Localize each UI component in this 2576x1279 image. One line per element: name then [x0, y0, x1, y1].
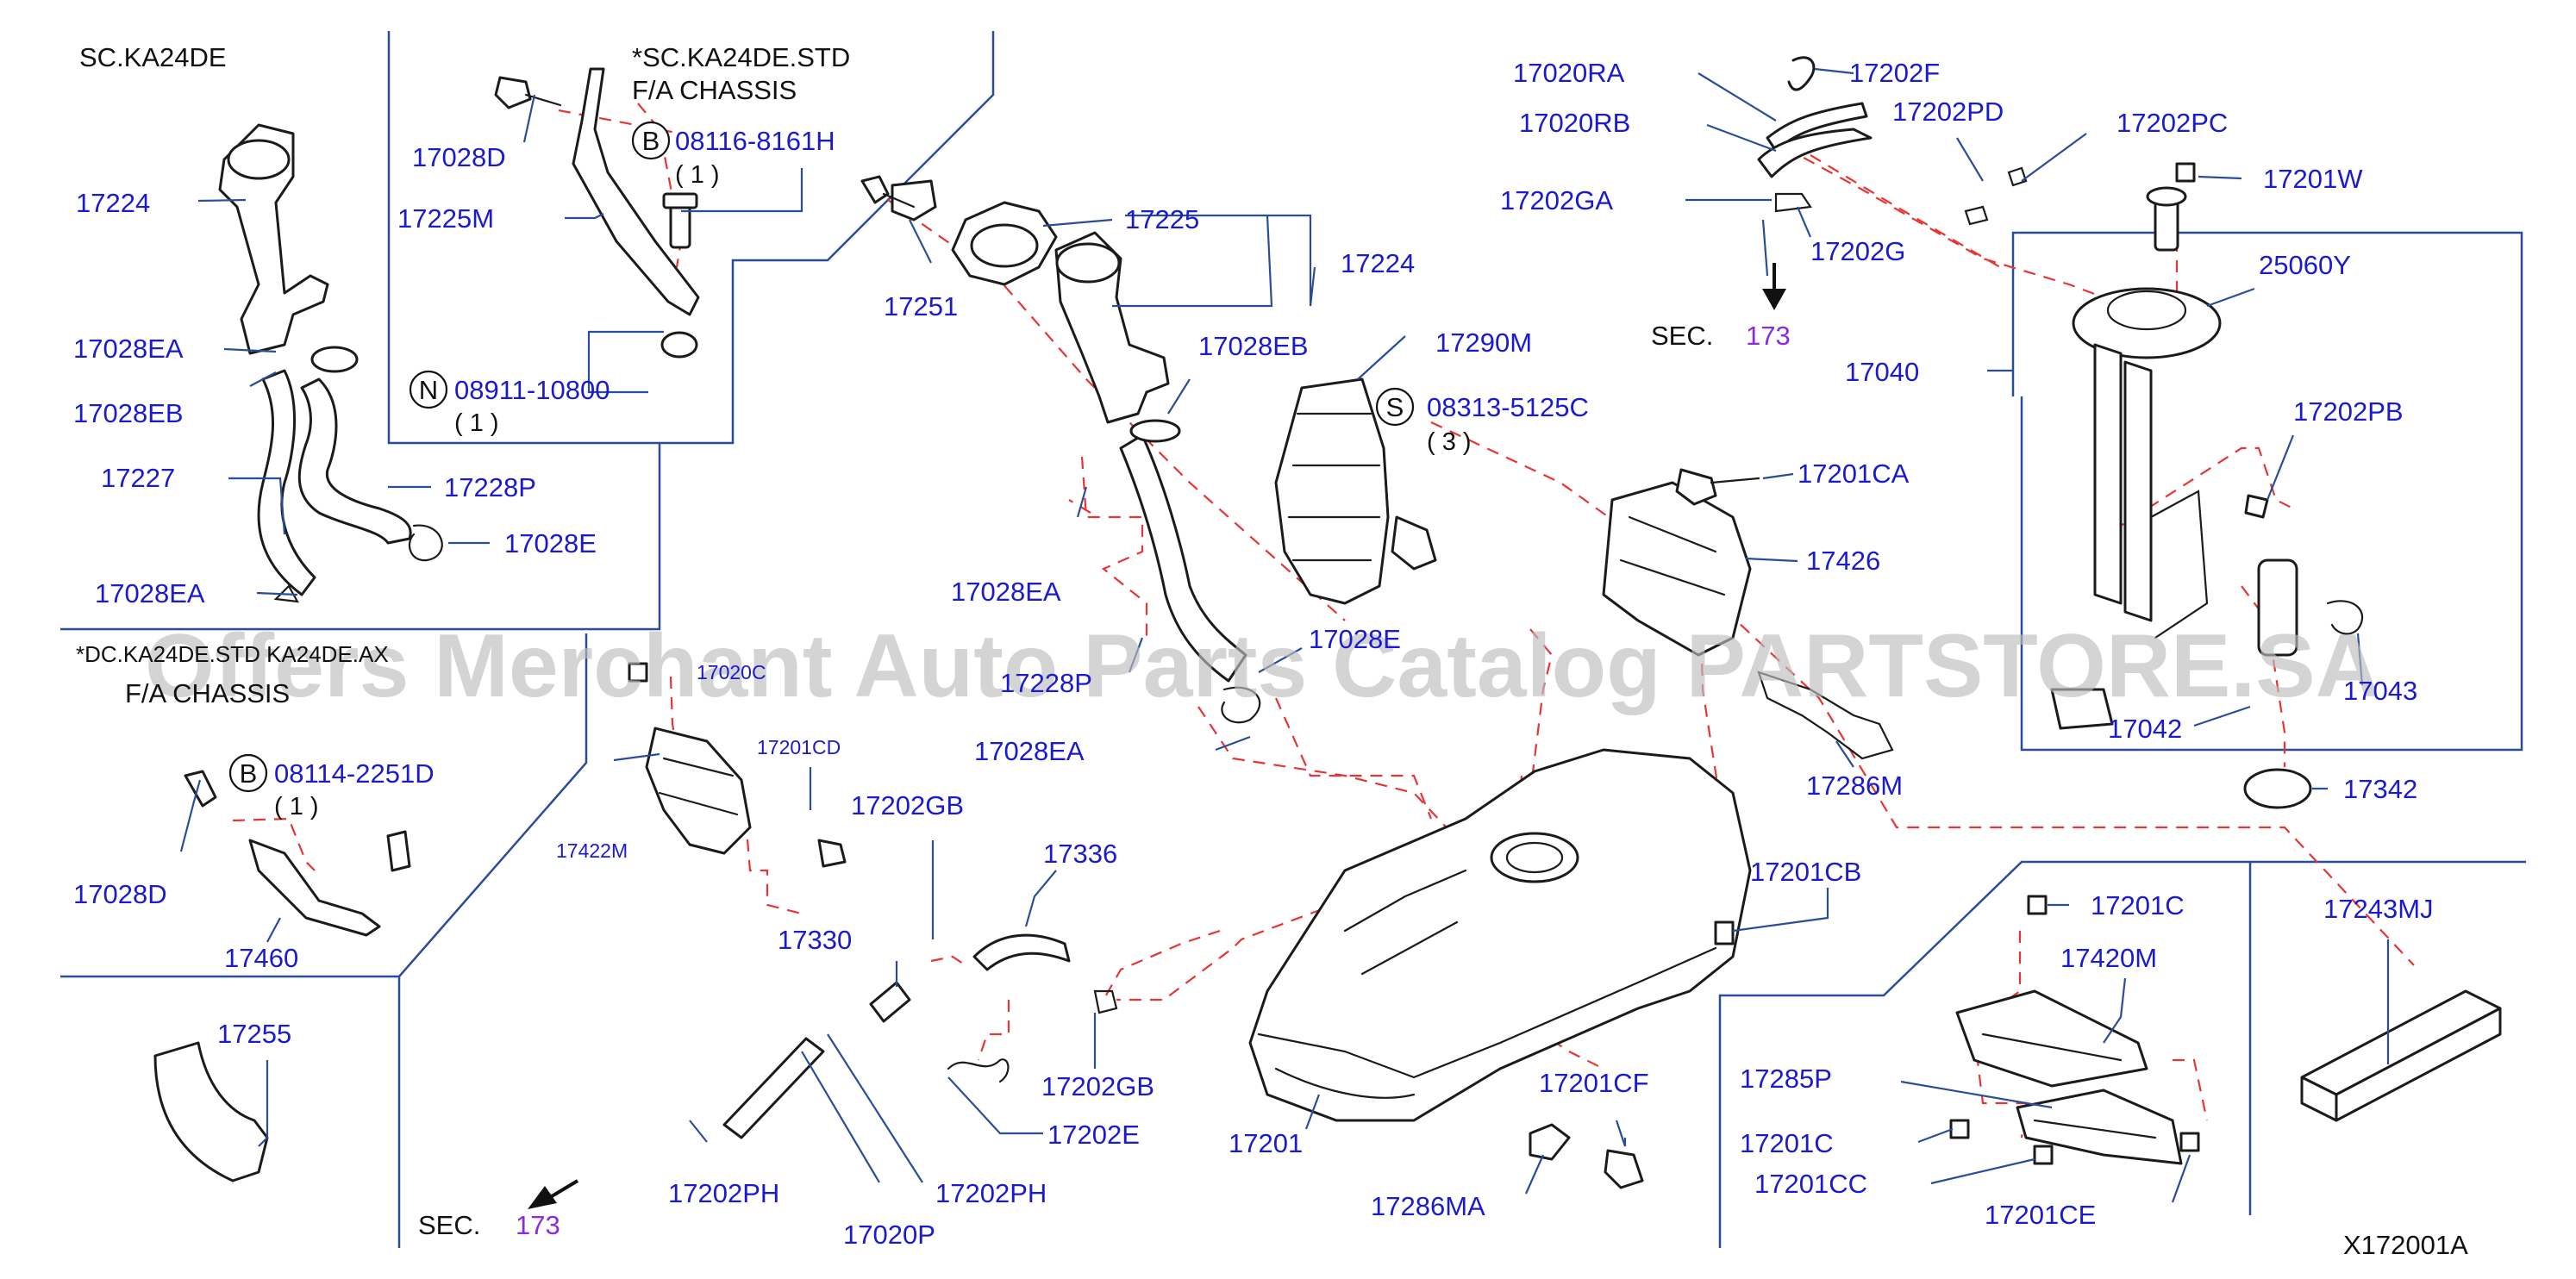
part-label-17224-mid[interactable]: 17224 — [1341, 248, 1415, 278]
part-label-17227[interactable]: 17227 — [101, 463, 175, 493]
part-label-17202ga[interactable]: 17202GA — [1500, 185, 1613, 215]
part-label-17202pd[interactable]: 17202PD — [1892, 97, 2004, 127]
part-label-17290m[interactable]: 17290M — [1435, 328, 1532, 358]
part-drawings — [153, 56, 2502, 1189]
heading-std: *SC.KA24DE.STD — [632, 42, 850, 72]
part-label-17201ce[interactable]: 17201CE — [1985, 1200, 2096, 1230]
part-label-17201cb[interactable]: 17201CB — [1750, 857, 1861, 887]
section-frames — [60, 31, 2526, 1248]
part-label-17020ra[interactable]: 17020RA — [1513, 58, 1625, 88]
part-label-17201ca[interactable]: 17201CA — [1798, 459, 1910, 489]
heading-dc-chassis: F/A CHASSIS — [125, 678, 290, 708]
part-label-17336[interactable]: 17336 — [1043, 839, 1117, 869]
callout-b2-letter: B — [240, 758, 258, 789]
part-label-17202ph-r[interactable]: 17202PH — [935, 1178, 1047, 1208]
part-label-17286m[interactable]: 17286M — [1806, 771, 1903, 801]
heading-sc-ka24de: SC.KA24DE — [79, 42, 227, 72]
part-label-17201c-b[interactable]: 17201C — [1740, 1128, 1834, 1158]
callout-b2-qty: ( 1 ) — [274, 793, 319, 820]
part-label-17202ph-l[interactable]: 17202PH — [668, 1178, 779, 1208]
part-label-17342[interactable]: 17342 — [2343, 774, 2417, 804]
part-label-25060y[interactable]: 25060Y — [2259, 250, 2351, 280]
part-label-17202f[interactable]: 17202F — [1849, 58, 1940, 88]
part-label-17028ea-m2[interactable]: 17028EA — [974, 736, 1085, 766]
part-number-labels: 17224 17028EA 17028EB 17227 17228P 17028… — [73, 58, 2434, 1250]
callout-s-code[interactable]: 08313-5125C — [1427, 392, 1589, 422]
sec-ref-top-number[interactable]: 173 — [1746, 321, 1791, 351]
callout-n-qty: ( 1 ) — [454, 409, 499, 437]
sec-ref-top-word: SEC. — [1651, 321, 1713, 351]
part-label-17028d-bot[interactable]: 17028D — [73, 879, 167, 909]
part-label-17028d-top[interactable]: 17028D — [412, 142, 506, 172]
part-label-17286ma[interactable]: 17286MA — [1371, 1191, 1485, 1221]
heading-dc: *DC.KA24DE.STD KA24DE.AX — [76, 641, 389, 667]
part-label-17028e-m[interactable]: 17028E — [1309, 624, 1401, 654]
part-label-17251[interactable]: 17251 — [884, 291, 958, 321]
callout-s-qty: ( 3 ) — [1427, 428, 1472, 456]
heading-std-chassis: F/A CHASSIS — [632, 75, 797, 105]
diagram-code: X172001A — [2343, 1230, 2468, 1260]
part-label-17201cc[interactable]: 17201CC — [1754, 1169, 1867, 1199]
part-label-17202e[interactable]: 17202E — [1047, 1120, 1140, 1150]
part-label-17020p[interactable]: 17020P — [843, 1220, 935, 1250]
part-label-17028eb-m[interactable]: 17028EB — [1198, 331, 1309, 361]
part-label-17201[interactable]: 17201 — [1229, 1128, 1303, 1158]
part-label-17202pb[interactable]: 17202PB — [2293, 396, 2404, 427]
callout-b1-code[interactable]: 08116-8161H — [675, 126, 835, 156]
part-label-17285p[interactable]: 17285P — [1740, 1064, 1832, 1094]
callout-n-code[interactable]: 08911-10800 — [454, 375, 610, 405]
part-label-17201c-t[interactable]: 17201C — [2091, 890, 2185, 920]
part-label-17225[interactable]: 17225 — [1125, 204, 1199, 234]
callout-circles — [228, 121, 1415, 793]
part-label-17426[interactable]: 17426 — [1806, 546, 1880, 576]
sec-ref-bottom-number[interactable]: 173 — [516, 1210, 560, 1240]
part-label-17224-left[interactable]: 17224 — [76, 188, 150, 218]
part-label-17202gb-t[interactable]: 17202GB — [851, 790, 964, 820]
callout-n-letter: N — [419, 375, 438, 405]
leader-lines — [179, 67, 2390, 1203]
part-label-17020c[interactable]: 17020C — [697, 661, 766, 683]
callout-b2-code[interactable]: 08114-2251D — [274, 758, 435, 789]
part-label-17028ea-l2[interactable]: 17028EA — [95, 578, 205, 608]
sec-ref-bottom-word: SEC. — [418, 1210, 480, 1240]
part-label-17255[interactable]: 17255 — [217, 1019, 291, 1049]
part-label-17202pc[interactable]: 17202PC — [2116, 108, 2228, 138]
callout-b1-qty: ( 1 ) — [675, 161, 720, 189]
callout-s-letter: S — [1386, 392, 1404, 422]
part-label-17228p[interactable]: 17228P — [444, 472, 536, 502]
part-label-17028ea-l1[interactable]: 17028EA — [73, 334, 184, 364]
part-label-17201cd[interactable]: 17201CD — [757, 736, 841, 758]
part-label-17243mj[interactable]: 17243MJ — [2323, 894, 2434, 924]
part-label-17043[interactable]: 17043 — [2343, 676, 2417, 706]
callout-b1-letter: B — [642, 126, 660, 156]
sec-arrows — [528, 263, 1786, 1209]
watermark: Offers Merchant Auto Parts Catalog PARTS… — [145, 616, 2380, 716]
part-label-17028e-l[interactable]: 17028E — [504, 528, 597, 558]
part-label-17422m[interactable]: 17422M — [556, 839, 628, 862]
part-label-17460[interactable]: 17460 — [224, 943, 298, 973]
part-label-17201w[interactable]: 17201W — [2263, 164, 2363, 194]
part-label-17028eb-l[interactable]: 17028EB — [73, 398, 184, 428]
part-label-17020rb[interactable]: 17020RB — [1519, 108, 1630, 138]
part-label-17202gb-b[interactable]: 17202GB — [1041, 1071, 1154, 1101]
part-label-17330[interactable]: 17330 — [778, 925, 852, 955]
part-label-17028ea-m1[interactable]: 17028EA — [951, 577, 1061, 607]
part-label-17040[interactable]: 17040 — [1845, 357, 1919, 387]
part-label-17201cf[interactable]: 17201CF — [1539, 1068, 1649, 1098]
part-label-17420m[interactable]: 17420M — [2060, 943, 2157, 973]
part-label-17228p-m[interactable]: 17228P — [1000, 668, 1092, 698]
part-label-17225m[interactable]: 17225M — [397, 203, 494, 234]
part-label-17202g[interactable]: 17202G — [1810, 236, 1905, 266]
part-label-17042[interactable]: 17042 — [2108, 714, 2182, 744]
